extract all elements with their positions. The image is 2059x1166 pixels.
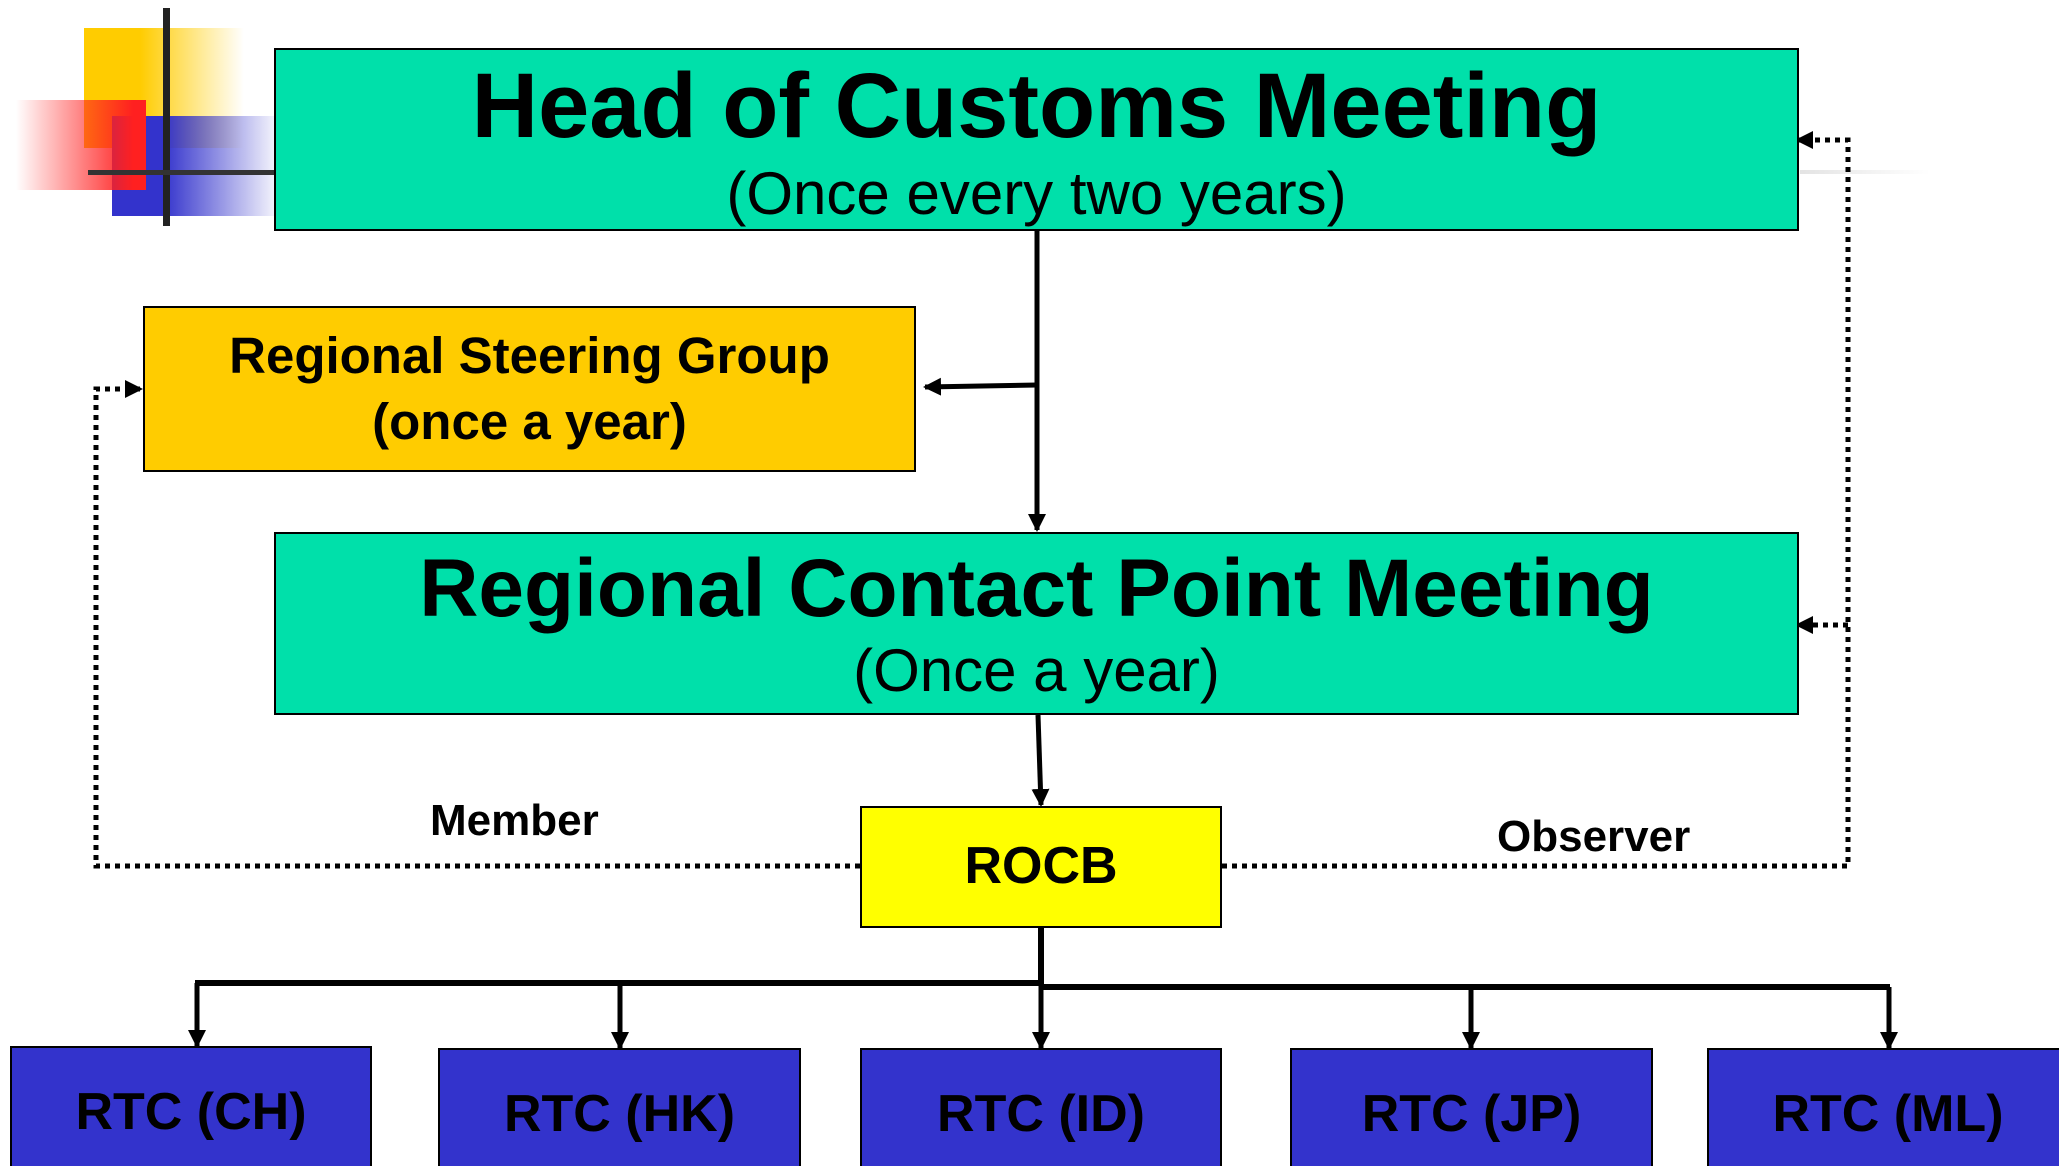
head-meeting-subtitle: (Once every two years)	[726, 160, 1347, 228]
deco-red-square	[16, 100, 146, 190]
rocb-box: ROCB	[860, 806, 1222, 928]
rtc-ml-label: RTC (ML)	[1772, 1085, 2004, 1143]
arrow-contact-to-rocb	[1031, 714, 1050, 807]
regional-contact-point-meeting-box: Regional Contact Point Meeting (Once a y…	[274, 532, 1799, 715]
steering-group-title: Regional Steering Group	[229, 326, 830, 384]
corner-decoration	[0, 0, 290, 230]
deco-horizontal-line	[88, 170, 288, 175]
rtc-id-label: RTC (ID)	[937, 1085, 1145, 1143]
observer-label: Observer	[1497, 812, 1691, 861]
rtc-jp-box: RTC (JP)	[1290, 1048, 1653, 1166]
contact-meeting-title: Regional Contact Point Meeting	[419, 543, 1654, 634]
rtc-ch-label: RTC (CH)	[75, 1083, 307, 1141]
head-of-customs-meeting-box: Head of Customs Meeting (Once every two …	[274, 48, 1799, 231]
regional-steering-group-box: Regional Steering Group (once a year)	[143, 306, 916, 472]
member-label: Member	[430, 796, 599, 845]
member-dotted-line	[93, 380, 860, 869]
rtc-jp-label: RTC (JP)	[1361, 1085, 1582, 1143]
contact-meeting-subtitle: (Once a year)	[853, 637, 1220, 705]
rtc-ml-box: RTC (ML)	[1707, 1048, 2059, 1166]
rtc-hk-box: RTC (HK)	[438, 1048, 801, 1166]
deco-right-fade-line	[1800, 170, 1930, 174]
rocb-label: ROCB	[964, 837, 1118, 896]
rtc-hk-label: RTC (HK)	[503, 1085, 736, 1143]
head-meeting-title: Head of Customs Meeting	[471, 55, 1602, 157]
rtc-ch-box: RTC (CH)	[10, 1046, 372, 1166]
arrow-to-steering-group	[923, 377, 1038, 396]
deco-vertical-line	[163, 8, 170, 226]
steering-group-subtitle: (once a year)	[372, 393, 687, 450]
observer-dotted-line-head	[1222, 131, 1851, 869]
rtc-id-box: RTC (ID)	[860, 1048, 1222, 1166]
